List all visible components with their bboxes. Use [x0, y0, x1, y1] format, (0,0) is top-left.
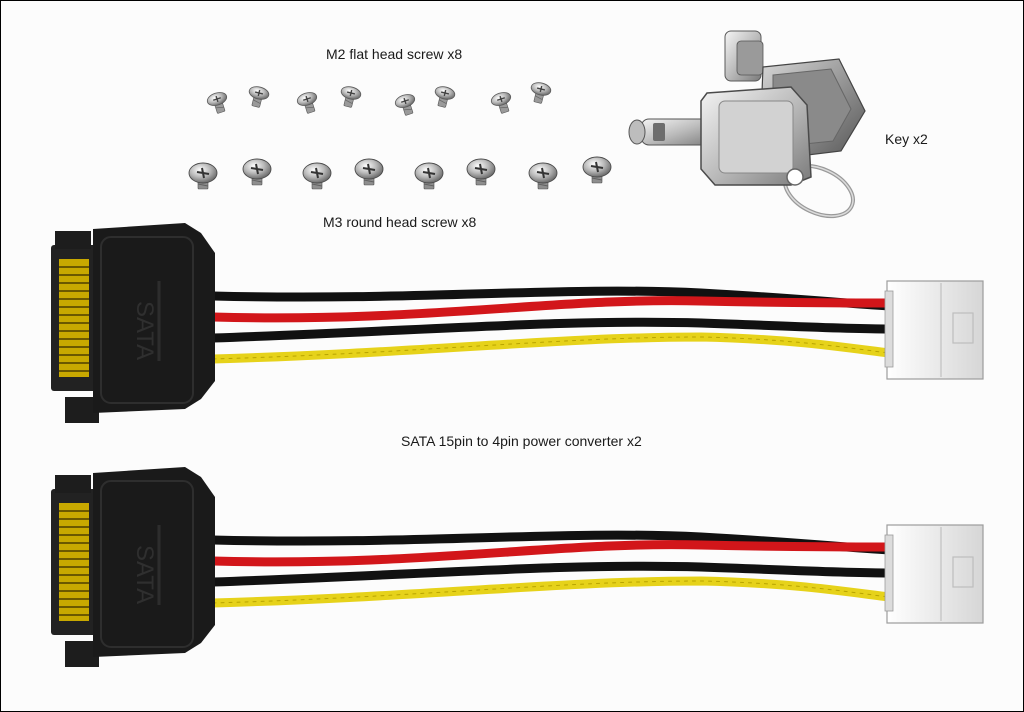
sata-emboss-bottom: SATA [131, 545, 158, 604]
keys-label: Key x2 [885, 131, 928, 147]
m3-screws-label: M3 round head screw x8 [323, 214, 477, 230]
sata-emboss-top: SATA [131, 301, 158, 360]
converter-label: SATA 15pin to 4pin power converter x2 [401, 433, 642, 449]
m2-screws-label: M2 flat head screw x8 [326, 46, 463, 62]
keys-illustration [628, 30, 866, 219]
m2-screws-group [204, 80, 553, 119]
sata-cable-bottom [51, 467, 983, 667]
sata-cable-top [51, 223, 983, 423]
m3-screws-group [188, 156, 612, 190]
